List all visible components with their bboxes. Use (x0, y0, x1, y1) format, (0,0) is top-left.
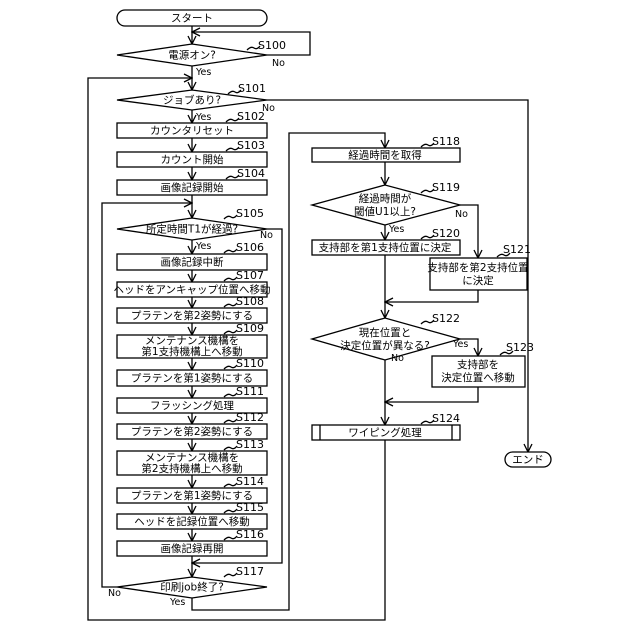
label: S118 (432, 135, 460, 148)
label: 現在位置と (359, 326, 412, 339)
label: S124 (432, 412, 460, 425)
label: プラテンを第1姿勢にする (131, 372, 253, 385)
label: エンド (512, 454, 544, 466)
decision-S117: 印刷job終了? (117, 577, 267, 598)
label: ヘッドを記録位置へ移動 (134, 515, 250, 528)
label: ジョブあり? (163, 94, 221, 107)
label: 支持部を第1支持位置に決定 (319, 241, 452, 254)
label: S106 (236, 241, 264, 254)
label: 第1支持機構上へ移動 (141, 345, 242, 358)
start-terminator: スタート (117, 10, 267, 26)
label: Yes (452, 339, 468, 350)
label: 所定時間T1が経過? (146, 223, 238, 236)
label: 画像記録開始 (161, 181, 224, 194)
process-S108: プラテンを第2姿勢にする (117, 308, 267, 323)
label: S123 (506, 341, 534, 354)
label: プラテンを第1姿勢にする (131, 489, 253, 502)
label: プラテンを第2姿勢にする (131, 425, 253, 438)
process-S112: プラテンを第2姿勢にする (117, 424, 267, 439)
process-S109: メンテナンス機構を第1支持機構上へ移動 (117, 334, 267, 358)
label: フラッシング処理 (150, 399, 234, 412)
label: S103 (237, 139, 265, 152)
label: スタート (171, 13, 213, 25)
label: S109 (236, 322, 264, 335)
subprocess-S124: ワイピング処理 (312, 425, 460, 440)
label: S117 (236, 565, 264, 578)
label: S115 (236, 501, 264, 514)
label: Yes (195, 241, 211, 252)
process-S123: 支持部を決定位置へ移動 (432, 356, 525, 387)
label: Yes (169, 597, 185, 608)
label: 経過時間が (359, 192, 412, 205)
label: S105 (236, 207, 264, 220)
process-S110: プラテンを第1姿勢にする (117, 370, 267, 386)
process-S120: 支持部を第1支持位置に決定 (312, 240, 460, 255)
label: S122 (432, 312, 460, 325)
label: S113 (236, 438, 264, 451)
process-S106: 画像記録中断 (117, 254, 267, 270)
label: Yes (195, 112, 211, 123)
label: 決定位置が異なる? (340, 339, 430, 352)
label: ワイピング処理 (348, 426, 422, 439)
process-S115: ヘッドを記録位置へ移動 (117, 514, 267, 529)
process-S104: 画像記録開始 (117, 180, 267, 195)
label: S104 (237, 167, 265, 180)
label: No (260, 230, 273, 241)
label: 印刷job終了? (160, 581, 224, 594)
label: S114 (236, 475, 264, 488)
label: S119 (432, 181, 460, 194)
label: S121 (503, 243, 531, 256)
label: 決定位置へ移動 (441, 371, 515, 384)
label: S111 (236, 385, 264, 398)
label: S110 (236, 357, 264, 370)
label: に決定 (462, 274, 494, 287)
process-S118: 経過時間を取得 (312, 148, 460, 162)
label: 支持部を第2支持位置 (427, 261, 528, 274)
label: No (272, 58, 285, 69)
process-S113: メンテナンス機構を第2支持機構上へ移動 (117, 451, 267, 475)
label: カウンタリセット (150, 125, 234, 137)
label: No (391, 353, 404, 364)
process-S121: 支持部を第2支持位置に決定 (427, 258, 528, 290)
label: 第2支持機構上へ移動 (141, 462, 242, 475)
label: No (108, 588, 121, 599)
label: 経過時間を取得 (348, 149, 422, 162)
label: プラテンを第2姿勢にする (131, 309, 253, 322)
label: 電源オン? (168, 49, 216, 62)
label: S112 (236, 411, 264, 424)
label: Yes (388, 224, 404, 235)
process-S116: 画像記録再開 (117, 541, 267, 556)
label: S116 (236, 528, 264, 541)
label: S108 (236, 295, 264, 308)
label: Yes (195, 67, 211, 78)
label: カウント開始 (161, 153, 224, 166)
label: No (455, 209, 468, 220)
end-terminator: エンド (505, 452, 551, 467)
label: 画像記録中断 (161, 256, 224, 269)
label: S120 (432, 227, 460, 240)
label: 画像記録再開 (161, 542, 224, 555)
label: S100 (258, 39, 286, 52)
step-labels: S100 S101 S102 S103 S104 S105 S106 S107 … (224, 39, 534, 578)
label: S107 (236, 269, 264, 282)
label: 閾値U1以上? (354, 205, 416, 218)
label: S102 (237, 110, 265, 123)
process-S103: カウント開始 (117, 152, 267, 167)
decision-S100: 電源オン? (117, 44, 267, 66)
decision-S105: 所定時間T1が経過? (117, 218, 267, 240)
label: 支持部を (457, 358, 499, 371)
process-S102: カウンタリセット (117, 123, 267, 138)
label: S101 (238, 82, 266, 95)
